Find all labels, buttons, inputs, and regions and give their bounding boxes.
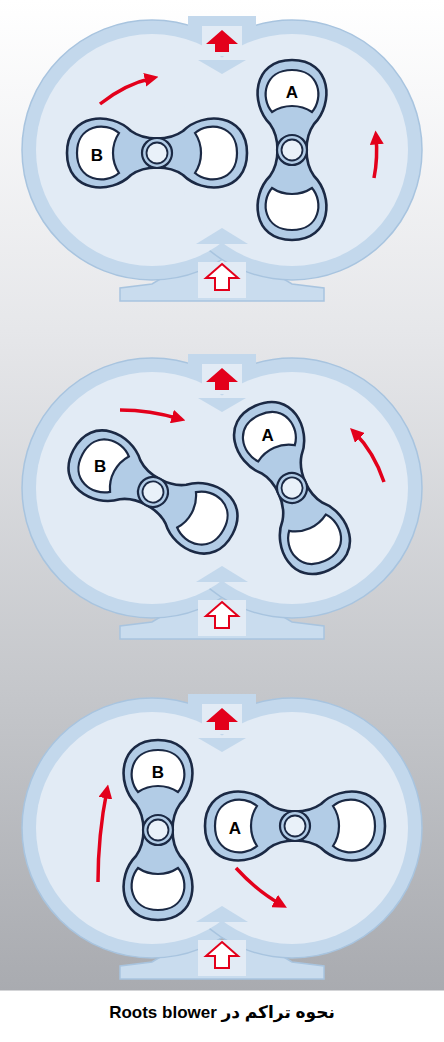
lobe-outline <box>194 390 390 586</box>
rotor-label: B <box>94 457 106 474</box>
rotor-lobe: A <box>197 728 393 924</box>
rotor-label: A <box>286 84 298 101</box>
blower-housing <box>22 694 422 979</box>
lobe-outline <box>59 55 255 251</box>
rotor-label: B <box>91 147 103 164</box>
rotor-lobe: B <box>59 55 255 251</box>
rotation-arrows <box>98 78 384 905</box>
rotor-lobe: B <box>55 394 251 590</box>
rotor-lobe: A <box>194 52 390 248</box>
rotor-lobe: A <box>194 390 390 586</box>
rotor-label: A <box>261 427 273 444</box>
blower-housing <box>22 354 422 639</box>
lobe-outline <box>55 394 251 590</box>
figure-caption: نحوه تراکم در Roots blower <box>0 1002 444 1023</box>
blower-housing <box>22 16 422 301</box>
lobe-outline <box>197 728 393 924</box>
lobe-outline <box>194 52 390 248</box>
rotor-label: B <box>152 764 164 781</box>
rotor-label: A <box>229 820 241 837</box>
